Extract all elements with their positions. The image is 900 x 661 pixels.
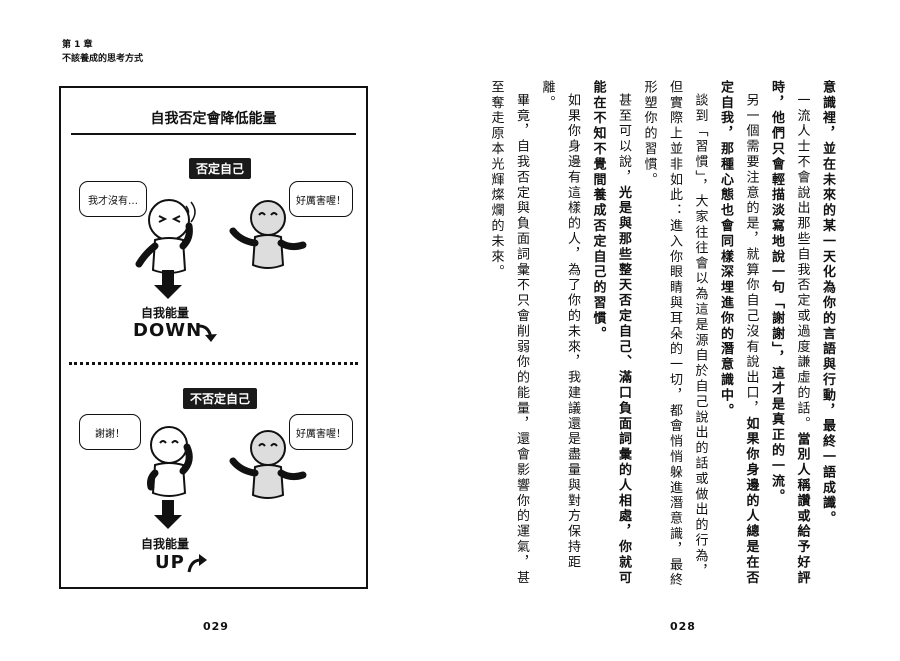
down-arrow-icon [154, 270, 182, 299]
page-number-left: 029 [203, 620, 229, 633]
sentence: 如果你身邊有這樣的人，為了你的未來，我建議還是盡量與對方保持距離。 [539, 80, 581, 571]
energy-state-up: UP [155, 552, 185, 573]
bubble-text: 謝謝！ [95, 428, 125, 440]
thankful-figure-icon [147, 426, 193, 497]
bold-sentence: 當別人稱讚或給予好評時，他們只會輕描淡寫地說一句「謝謝」，這才是真正的一流。 [769, 80, 810, 586]
speech-bubble-left: 我才沒有… [79, 181, 147, 217]
speech-bubble-left: 謝謝！ [79, 414, 141, 450]
paragraph: 意識裡，並在未來的某一天化為你的言語與行動，最終一語成讖。 [815, 80, 841, 590]
self-deny-tag: 否定自己 [189, 158, 252, 179]
illustration-title: 自我否定會降低能量 [150, 111, 277, 127]
section-divider [69, 362, 358, 365]
sentence: 談到「習慣」，大家往往會以為這是源自於自己說出的話或做出的行為，但實際上並非如此… [641, 80, 708, 589]
paragraph: 如果你身邊有這樣的人，為了你的未來，我建議還是盡量與對方保持距離。 [534, 80, 585, 590]
down-arrow-icon [154, 500, 182, 529]
praising-figure-icon [229, 430, 307, 499]
paragraph: 談到「習慣」，大家往往會以為這是源自於自己說出的話或做出的行為，但實際上並非如此… [636, 80, 713, 590]
curved-down-arrow-icon [198, 324, 217, 342]
sentence: 另一個需要注意的是，就算你自己沒有說出口， [743, 93, 759, 417]
page-number-right: 028 [670, 620, 696, 633]
illustration-box: 自我否定會降低能量 否定自己 我才沒有… 好厲害喔！ 自我能量 DOWN 不否定… [59, 86, 368, 589]
sentence: 甚至可以說， [616, 93, 631, 186]
bubble-text: 好厲害喔！ [296, 428, 346, 440]
curved-up-arrow-icon [187, 554, 207, 573]
bold-sentence: 意識裡，並在未來的某一天化為你的言語與行動，最終一語成讖。 [820, 80, 835, 527]
bubble-text: 好厲害喔！ [296, 195, 346, 207]
sentence: 畢竟，自我否定與負面詞彙不只會削弱你的能量，還會影響你的運氣，甚至奪走原本光輝燦… [488, 80, 530, 586]
no-self-deny-tag: 不否定自己 [183, 388, 258, 409]
speech-bubble-right: 好厲害喔！ [289, 181, 353, 217]
sentence: 一流人士不會說出那些自我否定或過度謙虛的話。 [794, 93, 810, 432]
body-text: 意識裡，並在未來的某一天化為你的言語與行動，最終一語成讖。 一流人士不會說出那些… [489, 80, 841, 590]
paragraph: 畢竟，自我否定與負面詞彙不只會削弱你的能量，還會影響你的運氣，甚至奪走原本光輝燦… [483, 80, 534, 590]
speech-bubble-right: 好厲害喔！ [289, 414, 353, 450]
bold-sentence: 如果你身邊的人總是在否定自我，那種心態也會同樣深埋進你的潛意識中。 [718, 80, 759, 586]
title-divider [71, 133, 356, 135]
chapter-title: 不該養成的思考方式 [62, 54, 144, 64]
energy-label: 自我能量 [141, 537, 190, 551]
bold-sentence: 光是與那些整天否定自己、滿口負面詞彙的人相處，你就可能在不知不覺間養成否定自己的… [590, 80, 632, 586]
praising-figure-icon [229, 200, 307, 269]
chapter-header: 第 1 章 不該養成的思考方式 [62, 38, 143, 66]
energy-label: 自我能量 [141, 306, 190, 320]
energy-state-down: DOWN [133, 320, 203, 341]
chapter-number: 第 1 章 [62, 40, 93, 50]
self-deny-figure-icon [135, 199, 196, 274]
paragraph: 另一個需要注意的是，就算你自己沒有說出口，如果你身邊的人總是在否定自我，那種心態… [713, 80, 764, 590]
paragraph: 甚至可以說，光是與那些整天否定自己、滿口負面詞彙的人相處，你就可能在不知不覺間養… [585, 80, 636, 590]
bubble-text: 我才沒有… [88, 195, 138, 207]
paragraph: 一流人士不會說出那些自我否定或過度謙虛的話。當別人稱讚或給予好評時，他們只會輕描… [764, 80, 815, 590]
